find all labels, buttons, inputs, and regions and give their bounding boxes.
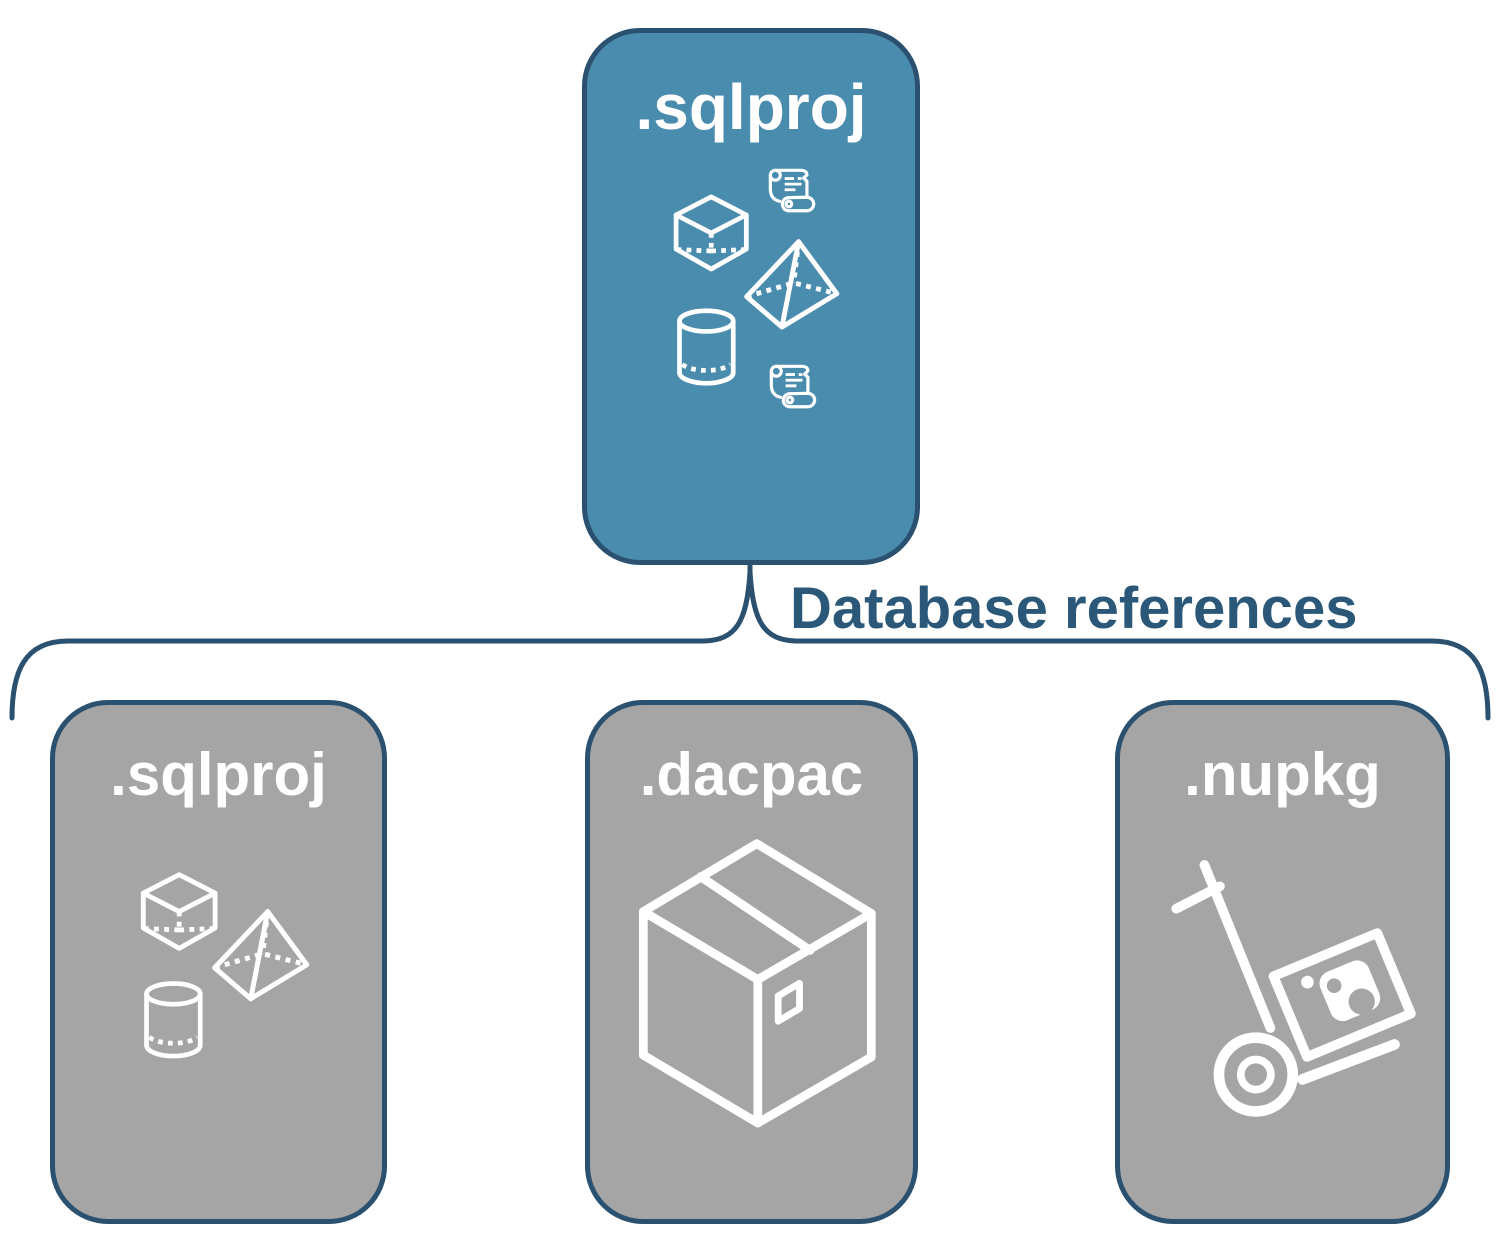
package-box-icon: [638, 839, 876, 1128]
nuget-hand-truck-icon: [1171, 860, 1416, 1117]
database-cylinder-icon: [679, 311, 733, 384]
node-sqlproj-child: .sqlproj: [50, 700, 387, 1224]
node-label: .nupkg: [1184, 741, 1381, 808]
sql-script-scroll-icon: [769, 364, 817, 409]
node-dacpac: .dacpac: [585, 700, 918, 1224]
cube-icon: [143, 875, 215, 949]
cube-icon: [676, 197, 746, 269]
node-sqlproj-root: .sqlproj: [582, 28, 920, 565]
sql-script-scroll-icon: [768, 168, 816, 213]
node-label: .sqlproj: [110, 741, 327, 808]
pyramid-icon: [747, 242, 837, 327]
connector-label: Database references: [790, 576, 1358, 641]
node-nupkg: .nupkg: [1115, 700, 1450, 1224]
database-cylinder-icon: [147, 983, 201, 1056]
pyramid-icon: [215, 912, 307, 999]
node-label: .sqlproj: [635, 71, 867, 143]
nuget-package-logo: [1268, 928, 1416, 1062]
node-label: .dacpac: [639, 741, 864, 808]
